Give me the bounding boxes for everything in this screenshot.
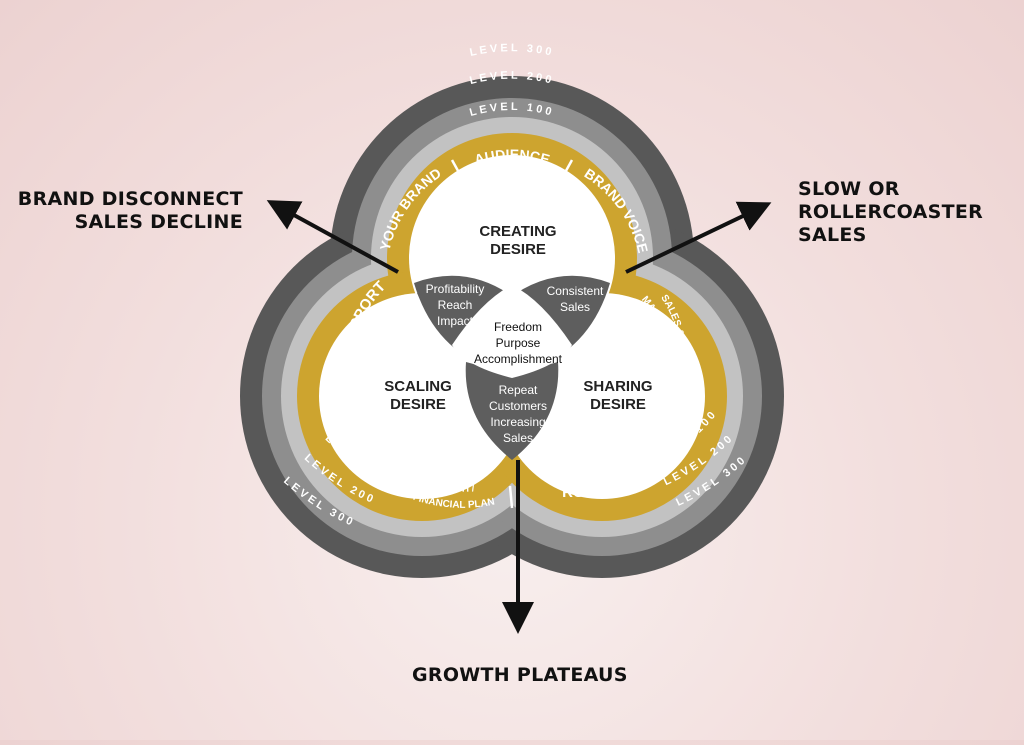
gold-band-dividers — [329, 159, 691, 509]
creating-desire-line2: DESIRE — [490, 241, 546, 258]
overlap-bottom-line3: Increasing — [490, 415, 545, 429]
creating-desire-line1: CREATING — [479, 223, 556, 240]
callout-growth-plateaus: GROWTH PLATEAUS — [412, 664, 628, 686]
overlap-bottom-line1: Repeat — [499, 383, 538, 397]
center-line2: Purpose — [496, 336, 541, 350]
callout-left-line2: SALES DECLINE — [74, 211, 243, 233]
overlap-bottom-line2: Customers — [489, 399, 547, 413]
overlap-bottom-line4: Sales — [503, 431, 533, 445]
arrow-left — [266, 200, 399, 274]
overlap-top-right-line2: Sales — [560, 300, 590, 314]
sharing-desire-line2: DESIRE — [590, 396, 646, 413]
overlap-top-right-line1: Consistent — [547, 284, 604, 298]
callout-right-line3: SALES — [798, 224, 867, 246]
callout-right-line2: ROLLERCOASTER — [798, 201, 984, 223]
callout-left-line1: BRAND DISCONNECT — [17, 188, 243, 210]
center-line1: Freedom — [494, 320, 542, 334]
overlap-lens-bottom — [465, 362, 559, 460]
segment-audience: AUDIENCE — [473, 146, 552, 167]
scaling-desire-line2: DESIRE — [390, 396, 446, 413]
segment-rgas: RGAs — [562, 484, 604, 501]
center-triangle — [452, 285, 572, 378]
arrow-right — [625, 201, 772, 274]
overlap-top-left-line1: Profitability — [426, 282, 485, 296]
scaling-desire-line1: SCALING — [384, 378, 452, 395]
level-300-top-label: LEVEL 300 — [469, 42, 556, 59]
center-line3: Accomplishment — [474, 352, 563, 366]
callout-brand-disconnect: BRAND DISCONNECT SALES DECLINE — [18, 188, 243, 234]
overlap-top-left-line2: Reach — [438, 298, 473, 312]
callout-slow-sales: SLOW OR ROLLERCOASTER SALES — [798, 178, 983, 247]
overlap-top-left-line3: Impact — [437, 314, 474, 328]
sharing-desire-line1: SHARING — [583, 378, 652, 395]
callout-right-line1: SLOW OR — [798, 178, 900, 200]
